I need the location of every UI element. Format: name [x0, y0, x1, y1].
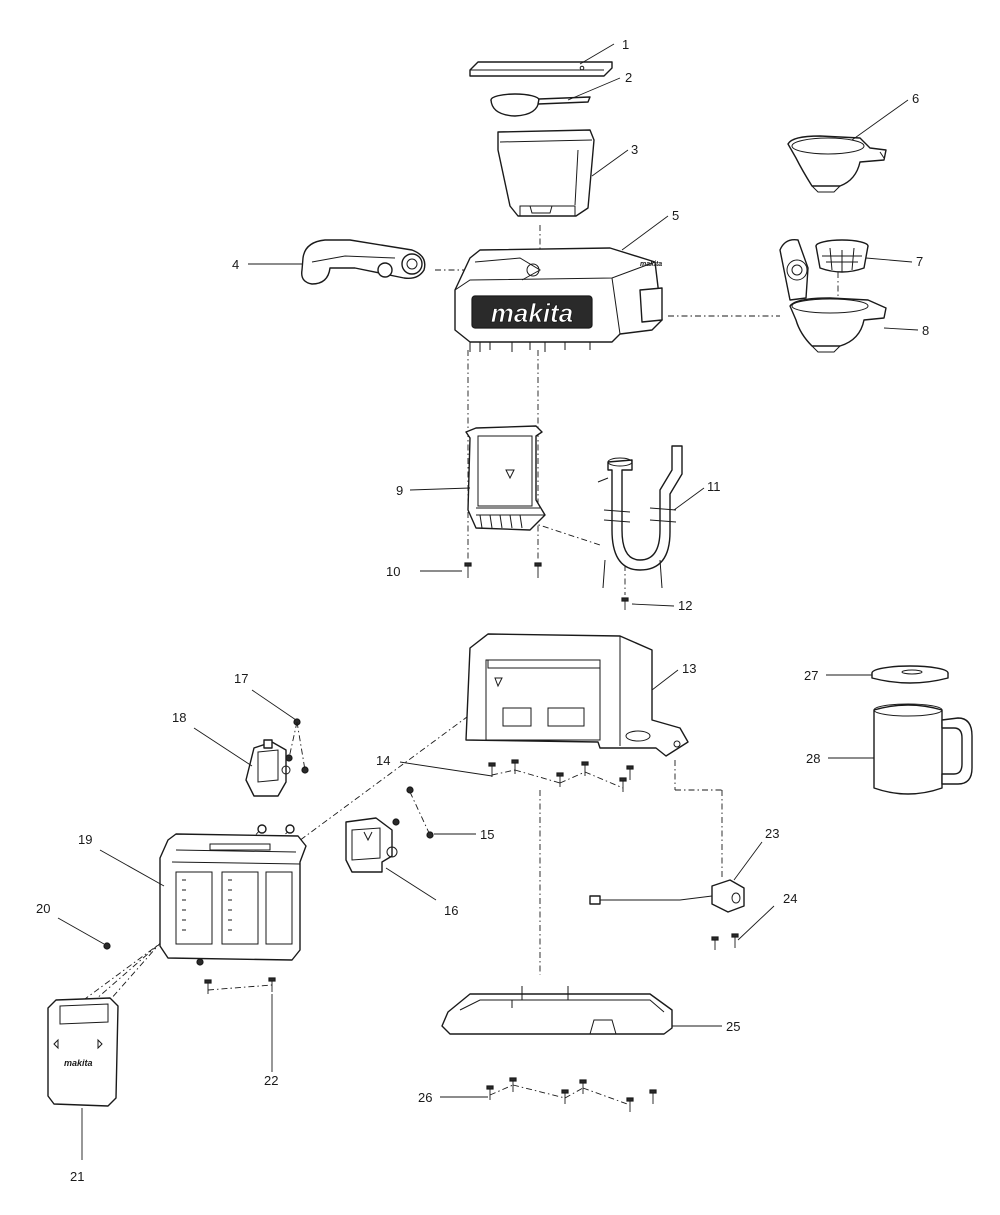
washer-icon — [257, 824, 267, 834]
part-5-main-body: makita makita — [454, 247, 663, 352]
screw-icon — [561, 1089, 569, 1104]
callout-24: 24 — [783, 891, 797, 906]
callout-11: 11 — [707, 479, 721, 494]
part-28-mug — [873, 703, 973, 795]
makita-logo-body-top: makita — [640, 261, 662, 268]
callout-6: 6 — [912, 91, 919, 106]
makita-logo-cover: makita — [64, 1058, 93, 1068]
callout-25: 25 — [726, 1019, 740, 1034]
part-1-lid-plate — [469, 61, 613, 77]
callout-21: 21 — [70, 1169, 84, 1184]
screw-icon — [488, 762, 496, 777]
part-3-water-tank — [497, 129, 595, 217]
callout-23: 23 — [765, 826, 779, 841]
callout-14: 14 — [376, 753, 390, 768]
part-21-battery-cover: makita — [47, 997, 119, 1107]
screw-icon — [711, 936, 719, 950]
washer-icon — [285, 824, 295, 834]
callout-12: 12 — [678, 598, 692, 613]
part-4-handle-arm — [301, 239, 426, 285]
callout-22: 22 — [264, 1073, 278, 1088]
part-14-screws — [488, 759, 634, 792]
part-11-tubing-assembly — [597, 445, 683, 589]
part-26-screws — [486, 1077, 657, 1112]
part-10-screws — [464, 562, 542, 578]
part-18-switch-bracket — [245, 739, 291, 797]
part-6-brew-holder — [787, 135, 887, 193]
leader-lines — [57, 43, 919, 1160]
callout-5: 5 — [672, 208, 679, 223]
screw-icon — [511, 759, 519, 774]
screw-icon — [196, 958, 204, 966]
screw-icon — [579, 1079, 587, 1094]
screw-icon — [649, 1089, 657, 1104]
part-15-washers — [392, 786, 434, 839]
part-19-washers — [257, 824, 295, 834]
callout-3: 3 — [631, 142, 638, 157]
callout-26: 26 — [418, 1090, 432, 1105]
screw-icon — [464, 562, 472, 578]
part-8-brew-chamber — [779, 239, 887, 353]
part-22-screws — [204, 977, 276, 994]
part-12-screw — [621, 597, 629, 610]
washer-icon — [426, 831, 434, 839]
washer-icon — [301, 766, 309, 774]
screw-icon — [621, 597, 629, 610]
screw-icon — [626, 765, 634, 780]
callout-9: 9 — [396, 483, 403, 498]
assembly-lines — [69, 225, 839, 1106]
screw-icon — [486, 1085, 494, 1100]
part-16-thermostat-bracket — [345, 817, 398, 873]
part-13-housing — [465, 633, 689, 757]
callout-18: 18 — [172, 710, 186, 725]
callout-16: 16 — [444, 903, 458, 918]
callout-15: 15 — [480, 827, 494, 842]
washer-icon — [392, 818, 400, 826]
screw-icon — [103, 942, 111, 950]
washer-icon — [406, 786, 414, 794]
screw-icon — [509, 1077, 517, 1092]
callout-17: 17 — [234, 671, 248, 686]
screw-icon — [534, 562, 542, 578]
screw-icon — [268, 977, 276, 992]
callout-13: 13 — [682, 661, 696, 676]
part-27-mug-lid — [871, 665, 949, 684]
part-2-scoop — [490, 93, 591, 117]
screw-icon — [204, 979, 212, 994]
mug-icon — [873, 703, 973, 795]
part-20-screw — [103, 942, 204, 966]
callout-20: 20 — [36, 901, 50, 916]
part-7-filter-basket — [815, 239, 869, 273]
screw-icon — [626, 1097, 634, 1112]
screw-icon — [731, 933, 739, 948]
callout-28: 28 — [806, 751, 820, 766]
part-24-screws — [711, 933, 739, 950]
part-9-frame-bracket — [465, 425, 546, 531]
callout-4: 4 — [232, 257, 239, 272]
screw-icon — [619, 777, 627, 792]
callout-labels: 1 2 3 4 5 6 7 8 9 10 11 12 13 14 15 16 1… — [36, 37, 929, 1184]
callout-2: 2 — [625, 70, 632, 85]
part-17-washers — [285, 718, 309, 774]
callout-27: 27 — [804, 668, 818, 683]
callout-1: 1 — [622, 37, 629, 52]
callout-7: 7 — [916, 254, 923, 269]
screw-icon — [581, 761, 589, 776]
screw-icon — [556, 772, 564, 787]
part-23-power-switch — [589, 879, 745, 913]
part-19-battery-mount — [159, 833, 307, 961]
callout-10: 10 — [386, 564, 400, 579]
makita-logo-large: makita — [491, 298, 573, 328]
part-25-base-plate — [441, 986, 673, 1035]
callout-8: 8 — [922, 323, 929, 338]
callout-19: 19 — [78, 832, 92, 847]
